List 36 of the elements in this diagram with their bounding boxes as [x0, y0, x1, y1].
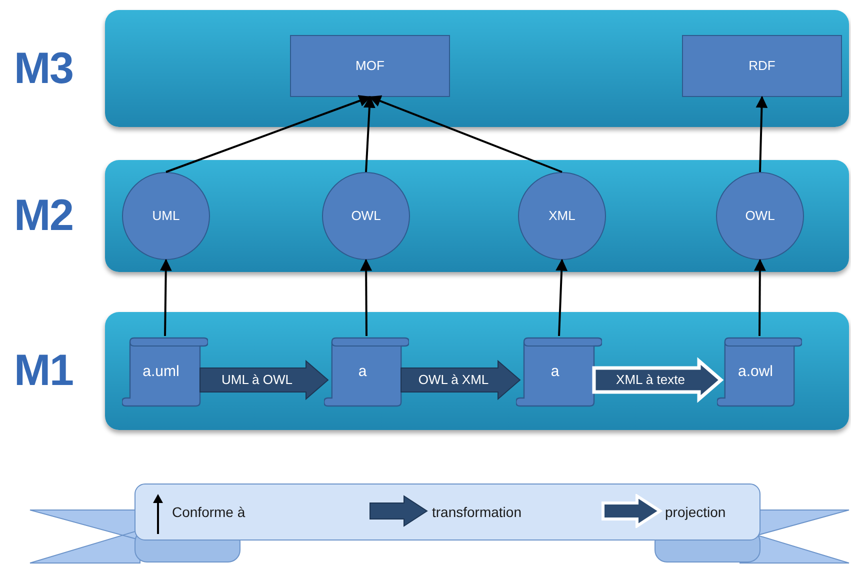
node-label: a.owl: [738, 362, 774, 382]
legend-label: projection: [665, 503, 726, 522]
node-label: XML: [548, 207, 576, 226]
conformance-arrow: [756, 96, 768, 172]
node-label: RDF: [748, 57, 776, 76]
legend-label: Conforme à: [172, 503, 246, 522]
model-scroll: [516, 336, 602, 408]
conformance-arrow: [556, 258, 568, 336]
node-label: OWL: [745, 207, 775, 226]
transformation-arrow: [200, 360, 329, 400]
node-label: OWL: [351, 207, 381, 226]
layer-label: M1: [14, 349, 73, 393]
conformance-arrow: [166, 95, 372, 173]
layer-label: M3: [14, 46, 73, 90]
node-label: MOF: [356, 57, 384, 76]
conformance-arrow: [363, 96, 376, 172]
conformance-arrow: [360, 258, 372, 336]
conformance-arrow: [160, 258, 172, 336]
node-label: a: [550, 362, 560, 382]
transformation-arrow: [592, 357, 724, 403]
metamodel-box: [290, 35, 450, 97]
legend-label: transformation: [432, 503, 522, 522]
model-scroll: [717, 336, 802, 408]
node-label: UML: [152, 207, 180, 226]
conformance-arrow: [368, 95, 562, 173]
metamodel-box: [682, 35, 842, 97]
conformance-arrow: [754, 258, 766, 336]
node-label: a.uml: [142, 362, 180, 382]
node-label: a: [358, 362, 368, 382]
transformation-arrow: [400, 360, 521, 400]
model-scroll: [324, 336, 409, 408]
edge-label: OWL à XML: [417, 373, 490, 386]
edge-label: XML à texte: [615, 373, 686, 386]
model-scroll: [122, 336, 208, 408]
layer-label: M2: [14, 194, 73, 238]
edge-label: UML à OWL: [220, 373, 294, 386]
